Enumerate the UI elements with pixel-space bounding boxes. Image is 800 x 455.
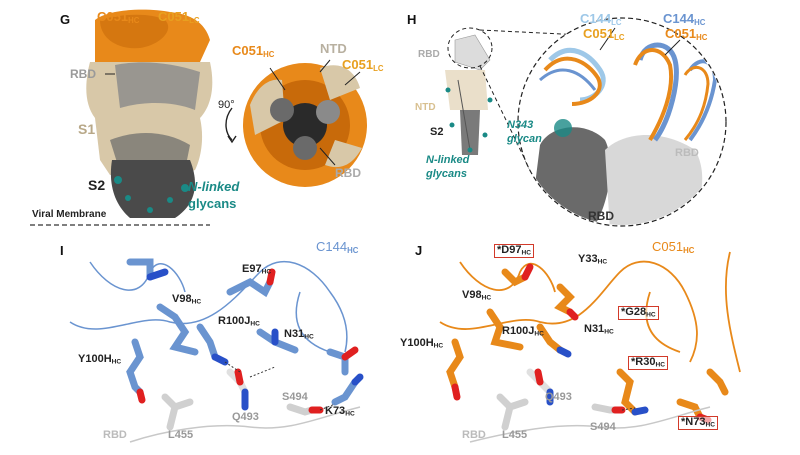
label-s494: S494 [590,421,616,433]
label-e97: E97HC [242,263,272,276]
rotation-arrow-icon [225,107,233,141]
label-g28: *G28HC [618,306,659,321]
residue-sticks [446,263,729,431]
label-ntd: NTD [415,102,436,113]
label-q493: Q493 [232,411,259,423]
panel-letter: J [415,243,423,258]
label-c144-hc: C144HC [663,11,706,27]
label-rbd: RBD [462,429,486,441]
label-s494: S494 [282,391,308,403]
spike-side-view [86,9,213,218]
label-n73: *N73HC [678,416,718,431]
spike-top-view [243,63,367,187]
panel-i-figure [69,258,364,443]
label-title: C051HC [652,239,695,255]
panel-h: H C144LC C051LC C144HC C051HC RBD NTD S2… [400,0,800,230]
label-rbd-right: RBD [675,147,699,159]
label-c051-hc: C051HC [97,9,140,25]
label-rbd-small: RBD [418,49,440,60]
small-spike [445,34,493,155]
label-n343-glycan: glycan [507,133,542,145]
label-rbd: RBD [103,429,127,441]
label-c144-lc: C144LC [580,11,622,27]
label-n343: N343 [507,119,534,131]
label-y33: Y33HC [578,253,608,266]
panel-letter: I [60,243,64,258]
label-c051-lc-top: C051LC [342,57,384,73]
label-s1: S1 [78,121,96,137]
label-viral-membrane: Viral Membrane [32,209,107,220]
label-n31: N31HC [584,323,614,336]
label-rbd-bottom: RBD [588,209,614,223]
label-q493: Q493 [545,391,572,403]
label-s2: S2 [430,126,444,138]
label-title: C144HC [316,239,359,255]
label-k73: K73HC [325,405,355,418]
label-nlinked: N-linked [188,179,240,194]
panel-h-figure [445,17,727,227]
residue-sticks [126,258,364,431]
panel-g-figure [30,9,367,226]
label-rotation: 90° [218,99,235,111]
label-n31: N31HC [284,328,314,341]
label-s2: S2 [88,177,106,193]
label-glycans: glycans [426,168,467,180]
label-glycans: glycans [188,196,237,211]
label-r30: *R30HC [628,356,668,371]
label-c051-lc: C051LC [158,9,200,25]
label-r100j: R100JHC [502,325,544,338]
panel-i: I C144HC E97HC V98HC R100JHC N31HC Y100H… [0,232,400,455]
panel-letter: H [407,12,417,27]
panel-j: J C051HC *D97HC Y33HC V98HC *G28HC R100J… [400,232,800,455]
label-y100h: Y100HHC [78,353,122,366]
label-l455: L455 [168,429,194,441]
label-c051-lc: C051LC [583,26,625,42]
panel-g: G C051HC C051LC RBD S1 S2 90° C051HC NTD… [0,0,395,230]
label-ntd: NTD [320,41,347,56]
label-c051-hc-top: C051HC [232,43,275,59]
label-v98: V98HC [172,293,202,306]
label-d97: *D97HC [494,244,534,259]
label-v98: V98HC [462,289,492,302]
label-rbd-top: RBD [335,166,361,180]
panel-j-figure [439,251,741,443]
label-l455: L455 [502,429,528,441]
label-c051-hc: C051HC [665,26,708,42]
label-y100h: Y100HHC [400,337,444,350]
label-nlinked: N-linked [426,154,470,166]
label-rbd: RBD [70,67,96,81]
label-r100j: R100JHC [218,315,260,328]
panel-letter: G [60,12,71,27]
